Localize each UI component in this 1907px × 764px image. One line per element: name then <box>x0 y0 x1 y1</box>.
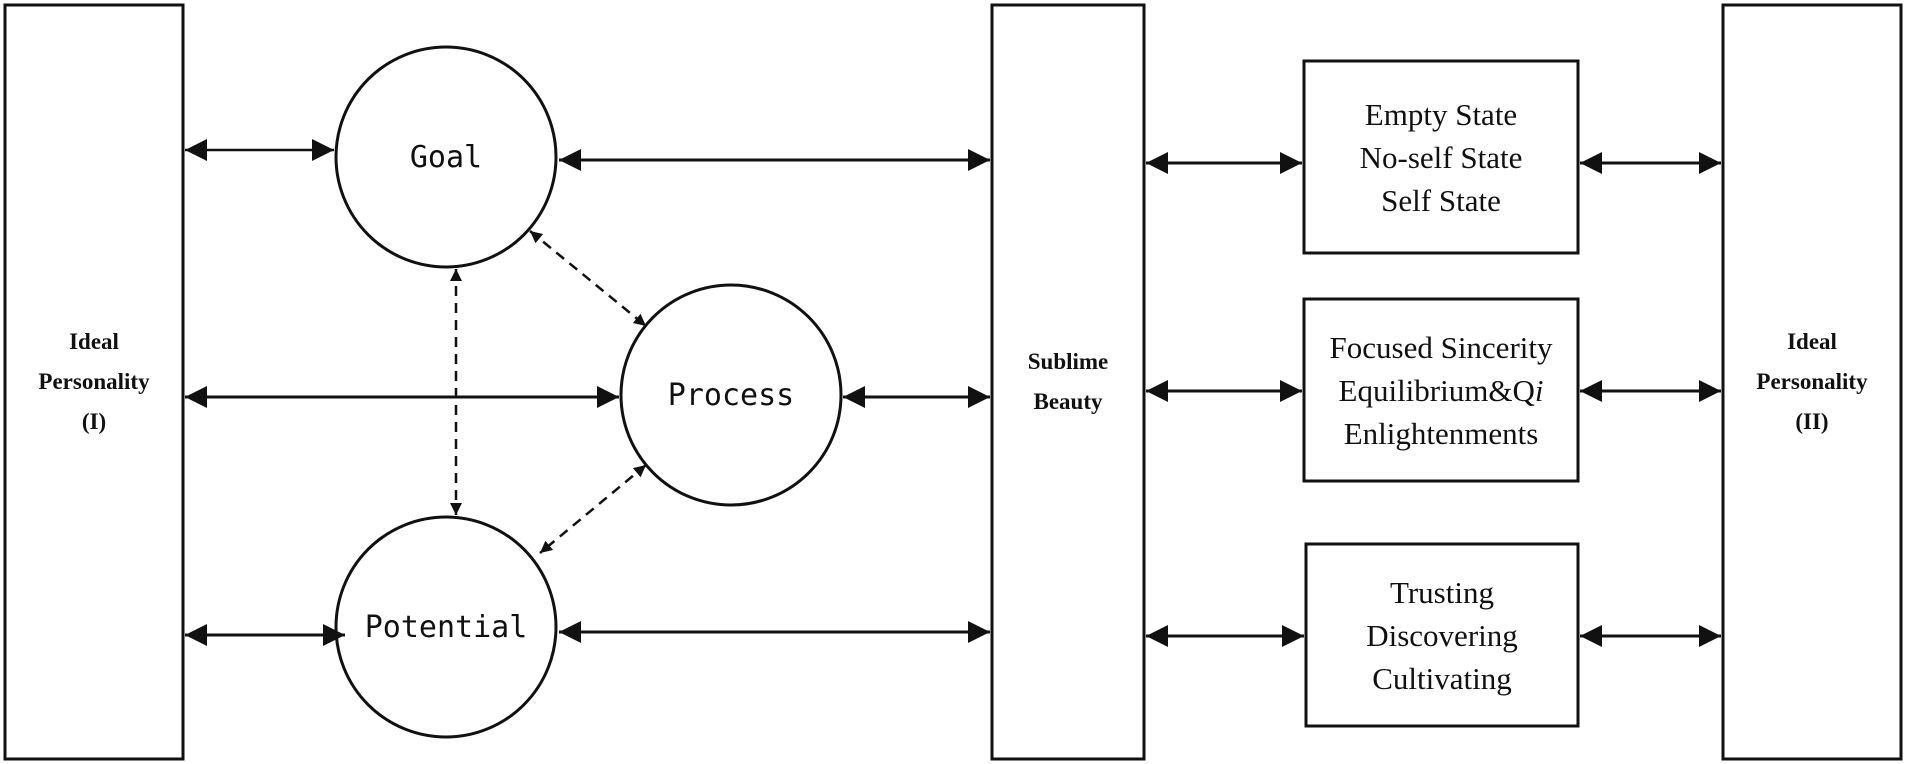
left-pillar-line-1: Ideal <box>69 329 119 354</box>
process-circle <box>619 283 843 507</box>
center-pillar-box <box>990 3 1146 761</box>
state-box-1-line-3: Self State <box>1381 182 1501 218</box>
state-box-3 <box>1304 542 1580 728</box>
right-pillar-line-2: Personality <box>1756 369 1868 394</box>
state-box-1-label: Empty State No-self State Self State <box>1304 61 1578 253</box>
right-pillar-label: Ideal Personality (II) <box>1723 5 1901 759</box>
process-label: Process <box>667 377 795 413</box>
state-box-2-line-2-main: Equilibrium&Q <box>1338 372 1535 408</box>
state-box-2-line-1: Focused Sincerity <box>1329 329 1553 365</box>
left-pillar-line-3: (I) <box>81 409 107 434</box>
center-pillar-line-1: Sublime <box>1027 349 1109 374</box>
right-pillar-line-3: (II) <box>1795 409 1829 434</box>
state-box-2-line-2: Equilibrium&Qi <box>1339 369 1544 412</box>
state-box-1 <box>1302 59 1580 255</box>
state-box-2 <box>1302 297 1580 483</box>
dashed-arrow-goal-process <box>529 230 647 327</box>
left-pillar-label: Ideal Personality (I) <box>5 5 183 759</box>
right-pillar-box <box>1721 3 1903 761</box>
left-pillar-box <box>3 3 185 761</box>
center-pillar-label: Sublime Beauty <box>992 5 1144 759</box>
state-box-3-line-1: Trusting <box>1390 574 1494 610</box>
state-box-1-line-2: No-self State <box>1359 139 1523 175</box>
state-box-1-line-1: Empty State <box>1364 96 1518 132</box>
state-box-3-line-2: Discovering <box>1366 617 1518 653</box>
dashed-arrow-process-potential <box>539 464 647 554</box>
state-box-2-line-2-italic: i <box>1534 372 1544 408</box>
goal-label: Goal <box>409 139 483 175</box>
center-pillar-line-2: Beauty <box>1033 389 1103 414</box>
potential-label: Potential <box>364 609 528 645</box>
state-box-2-label: Focused Sincerity Equilibrium&Qi Enlight… <box>1304 299 1578 481</box>
state-box-3-label: Trusting Discovering Cultivating <box>1306 544 1578 726</box>
right-pillar-line-1: Ideal <box>1787 329 1837 354</box>
state-box-3-line-3: Cultivating <box>1372 660 1512 696</box>
state-box-2-line-3: Enlightenments <box>1343 415 1539 451</box>
goal-circle <box>334 45 558 269</box>
left-pillar-line-2: Personality <box>38 369 150 394</box>
